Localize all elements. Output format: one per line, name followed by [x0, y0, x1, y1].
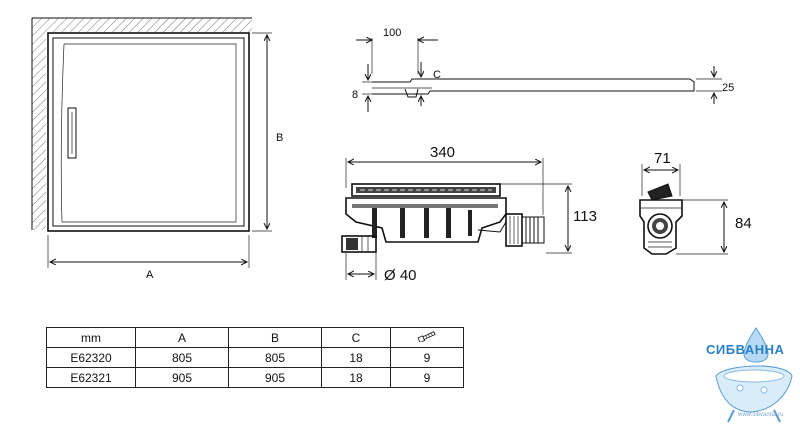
cell-c: 18 [321, 347, 391, 368]
cell-bolts: 9 [390, 367, 464, 388]
cell-a: 805 [135, 347, 229, 368]
label-c: C [433, 69, 441, 81]
cell-bolts: 9 [390, 347, 464, 368]
cell-model: E62320 [46, 347, 136, 368]
cell-model: E62321 [46, 367, 136, 388]
label-a: A [146, 269, 154, 281]
plan-view: A B [31, 17, 283, 281]
tray-slope [60, 43, 237, 223]
header-a: A [135, 327, 229, 348]
logo-url: www.sibvanna.ru [738, 412, 784, 418]
water-drop-icon [743, 327, 769, 363]
wall-hatch [32, 18, 252, 230]
tray-inner [52, 37, 245, 227]
table-header-row: mm A B C [46, 327, 464, 348]
label-diameter: Ø 40 [384, 267, 417, 284]
label-25: 25 [722, 82, 734, 94]
header-c: C [321, 327, 391, 348]
label-b: B [276, 132, 283, 144]
label-71: 71 [654, 150, 671, 167]
tray-profile [372, 78, 695, 95]
table-row: E62321 905 905 18 9 [46, 367, 464, 388]
label-100: 100 [383, 27, 401, 39]
label-84: 84 [735, 215, 752, 232]
cell-a: 905 [135, 367, 229, 388]
spec-table: mm A B C E62320 805 805 18 9 E62321 905 … [46, 327, 464, 388]
siphon-ribs [372, 208, 472, 238]
cell-b: 805 [228, 347, 322, 368]
cell-c: 18 [321, 367, 391, 388]
header-b: B [228, 327, 322, 348]
logo-graphic [715, 327, 793, 423]
profile-view: 100 C 8 25 [352, 27, 734, 112]
tray-outline [47, 32, 250, 232]
siphon-front-view: 340 113 [341, 144, 597, 284]
table-row: E62320 805 805 18 9 [46, 347, 464, 368]
bolt-icon [417, 331, 436, 344]
label-340: 340 [430, 144, 455, 161]
logo-name: СИБВАННА [706, 342, 785, 357]
siphon-side-view: 71 84 [639, 150, 752, 255]
header-bolt [390, 327, 464, 348]
label-113: 113 [573, 208, 597, 225]
cell-b: 905 [228, 367, 322, 388]
header-mm: mm [46, 327, 136, 348]
label-8: 8 [352, 89, 358, 101]
